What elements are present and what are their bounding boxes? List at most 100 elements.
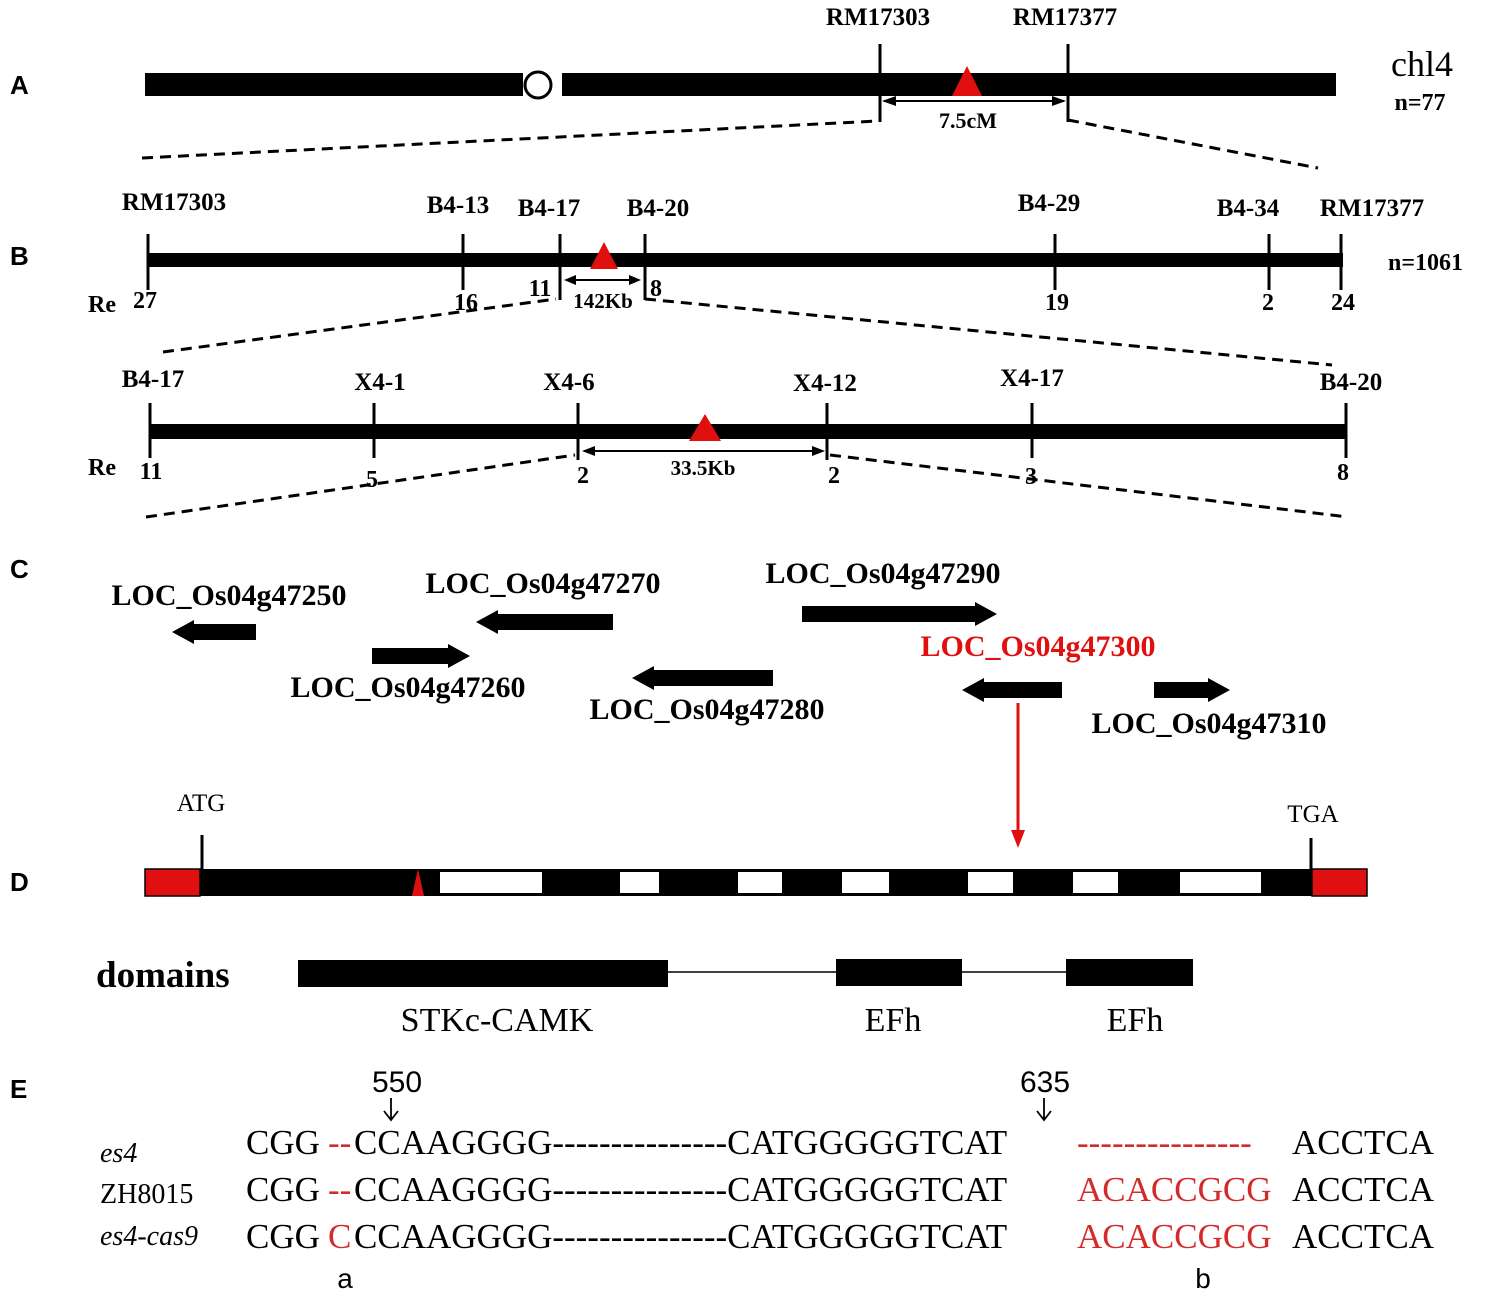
utr-3-prime xyxy=(1311,868,1368,897)
position-label-550: 550 xyxy=(372,1066,422,1099)
marker-label-b4-20: B4-20 xyxy=(627,195,690,222)
recombinant-count: 8 xyxy=(650,276,662,302)
gene-loc-os04g47250: LOC_Os04g47250 xyxy=(111,579,347,644)
sample-label-zh8015: ZH8015 xyxy=(100,1179,193,1210)
zoom-line-left xyxy=(162,297,557,354)
panel-d-gene-structure: ATG TGA domains STKc-CAMK EFh EFh xyxy=(96,790,1368,1039)
intron-segments xyxy=(440,872,1261,893)
arrowhead-left-icon xyxy=(564,275,576,285)
panel-label-b: B xyxy=(10,241,29,271)
domain-efh-2 xyxy=(1066,959,1193,986)
recombinant-count: 2 xyxy=(577,463,589,489)
recombinant-count: 19 xyxy=(1045,290,1069,316)
arrowhead-right-icon xyxy=(1052,96,1066,106)
zoom-line-right xyxy=(644,297,1333,367)
domains-label: domains xyxy=(96,955,230,996)
stop-codon-label: TGA xyxy=(1287,801,1338,828)
locus-triangle-icon xyxy=(689,414,721,441)
marker-label-b4-29: B4-29 xyxy=(1018,190,1081,217)
gene-arrow-left-icon xyxy=(632,666,773,690)
locus-triangle-icon xyxy=(952,66,982,96)
panel-b-fine-map: RM1730327B4-1316B4-1711B4-208B4-2919B4-3… xyxy=(88,189,1463,367)
recombinant-count: 11 xyxy=(140,459,163,485)
gene-arrow-left-icon xyxy=(962,678,1062,702)
gene-loc-os04g47280: LOC_Os04g47280 xyxy=(589,666,825,726)
chromosome-label: chl4 xyxy=(1391,44,1453,84)
fine-map-ticks: RM1730327B4-1316B4-1711B4-208B4-2919B4-3… xyxy=(122,189,1424,316)
domain-efh-1 xyxy=(836,959,962,986)
sample-label-es4-cas9: es4-cas9 xyxy=(100,1221,198,1252)
marker-label-x4-12: X4-12 xyxy=(793,370,857,397)
gene-arrow-left-icon xyxy=(476,610,613,634)
gene-label: LOC_Os04g47270 xyxy=(425,567,660,600)
marker-label-b4-17: B4-17 xyxy=(518,195,581,222)
panel-label-d: D xyxy=(10,867,29,897)
panel-a-chromosome: RM17303 RM17377 7.5cM chl4 n=77 xyxy=(141,4,1453,170)
gene-loc-os04g47300: LOC_Os04g47300 xyxy=(920,630,1156,702)
gene-label: LOC_Os04g47310 xyxy=(1091,707,1326,740)
population-size: n=1061 xyxy=(1388,250,1463,276)
gene-arrow-left-icon xyxy=(172,620,256,644)
marker-label-b4-20: B4-20 xyxy=(1320,369,1383,396)
interval-label: 7.5cM xyxy=(939,108,997,133)
marker-label-b4-17: B4-17 xyxy=(122,366,185,393)
arrowhead-left-icon xyxy=(582,446,595,456)
start-codon-label: ATG xyxy=(177,790,226,817)
gene-loc-os04g47290: LOC_Os04g47290 xyxy=(765,557,1001,626)
recombinant-label: Re xyxy=(88,292,116,318)
domain-label-stkc-camk: STKc-CAMK xyxy=(401,1002,594,1039)
chromosome-short-arm xyxy=(145,73,523,96)
marker-label-b4-13: B4-13 xyxy=(427,192,490,219)
panel-label-e: E xyxy=(10,1074,27,1104)
gene-loc-os04g47270: LOC_Os04g47270 xyxy=(425,567,661,634)
fine-map-bar xyxy=(147,253,1343,267)
locus-triangle-icon xyxy=(590,242,618,269)
recombinant-count: 2 xyxy=(1262,290,1274,316)
intron-6 xyxy=(1073,872,1118,893)
gene-label: LOC_Os04g47290 xyxy=(765,557,1000,590)
arrow-down-icon xyxy=(1011,830,1025,848)
arrow-down-icon xyxy=(383,1098,399,1122)
zoom-line-right xyxy=(829,453,1349,519)
marker-label-b4-34: B4-34 xyxy=(1217,195,1280,222)
sequence-row-zh8015: CGG--CCAAGGGG---------------CATGGGGGTCAT… xyxy=(246,1170,1435,1209)
finer-map-bar xyxy=(150,424,1347,439)
marker-label-rm17303: RM17303 xyxy=(826,4,930,31)
position-label-635: 635 xyxy=(1020,1066,1070,1099)
recombinant-label: Re xyxy=(88,455,116,481)
recombinant-count: 3 xyxy=(1025,464,1037,490)
intron-7 xyxy=(1180,872,1261,893)
gene-label: LOC_Os04g47260 xyxy=(290,671,525,704)
intron-2 xyxy=(620,872,659,893)
domain-label-efh-1: EFh xyxy=(865,1002,922,1039)
domain-stkc-camk xyxy=(298,960,668,987)
marker-label-rm17303: RM17303 xyxy=(122,189,226,216)
panel-label-c: C xyxy=(10,554,29,584)
zoom-line-left xyxy=(141,119,879,160)
zoom-line-right xyxy=(1067,118,1319,170)
interval-label: 142Kb xyxy=(573,289,633,313)
arrowhead-right-icon xyxy=(812,446,825,456)
panel-e-alignment: 550 635 es4 ZH8015 es4-cas9 CGG--CCAAGGG… xyxy=(100,1066,1435,1294)
centromere-icon xyxy=(523,70,553,100)
gene-label: LOC_Os04g47300 xyxy=(920,630,1155,663)
population-size: n=77 xyxy=(1394,90,1445,116)
marker-label-rm17377: RM17377 xyxy=(1013,4,1117,31)
intron-1 xyxy=(440,872,542,893)
recombinant-count: 2 xyxy=(828,463,840,489)
gene-arrow-right-icon xyxy=(1154,678,1230,702)
chromosome-long-arm xyxy=(562,73,1336,96)
intron-5 xyxy=(968,872,1013,893)
mutation-site-icon xyxy=(412,869,424,896)
gene-arrow-right-icon xyxy=(802,602,997,626)
marker-label-rm17377: RM17377 xyxy=(1320,195,1424,222)
recombinant-count: 27 xyxy=(133,288,157,314)
marker-label-x4-6: X4-6 xyxy=(543,369,594,396)
recombinant-count: 8 xyxy=(1337,460,1349,486)
recombinant-count: 5 xyxy=(366,467,378,493)
arrowhead-right-icon xyxy=(629,275,641,285)
